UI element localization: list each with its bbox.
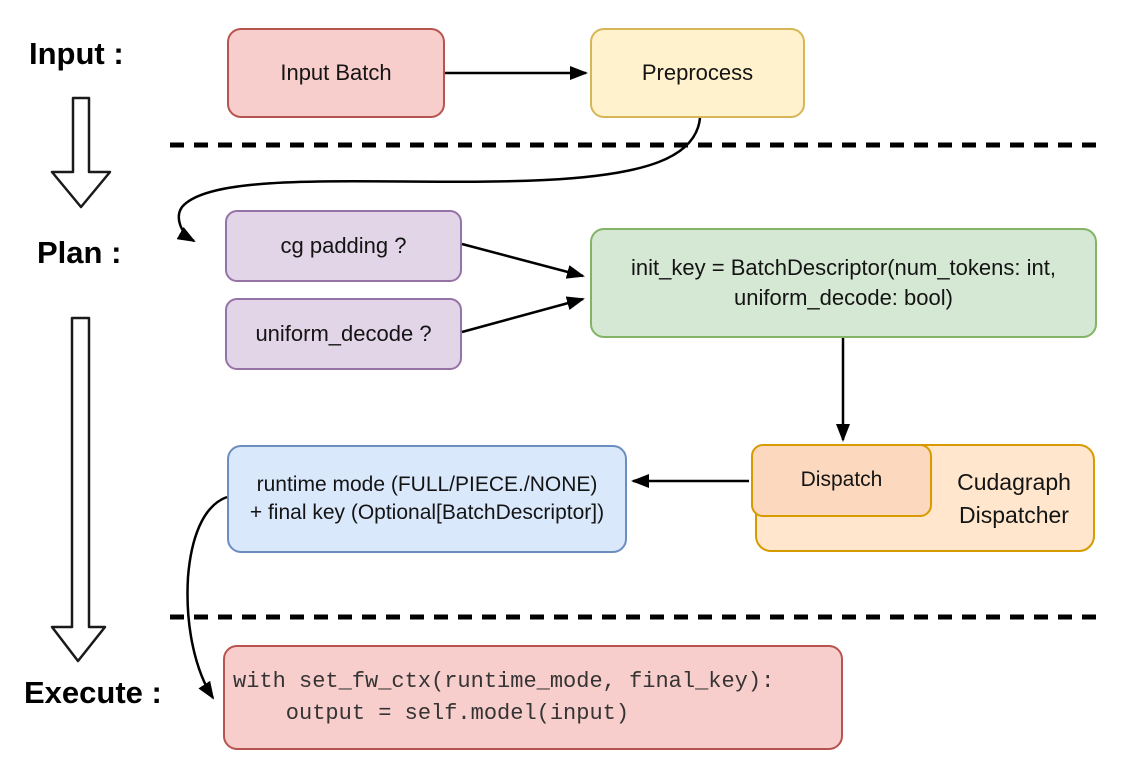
phase-label-execute: Execute : <box>24 675 162 710</box>
cudagraph-label-line2: Dispatcher <box>959 502 1069 529</box>
node-cg-padding: cg padding ? <box>225 210 462 282</box>
node-input-batch-label: Input Batch <box>280 60 392 86</box>
node-cudagraph-dispatcher-label: Cudagraph Dispatcher <box>930 466 1098 533</box>
node-dispatch-label: Dispatch <box>800 468 883 492</box>
node-dispatch: Dispatch <box>751 444 932 517</box>
arrow-cgpadding-to-initkey <box>461 242 585 279</box>
node-preprocess-label: Preprocess <box>641 60 754 86</box>
node-cg-padding-label: cg padding ? <box>280 233 407 259</box>
execute-code-line2: output = self.model(input) <box>233 700 630 726</box>
node-runtime-mode-line2: + final key (Optional[BatchDescriptor]) <box>249 501 605 524</box>
plan-phase-arrow-icon <box>50 316 107 663</box>
arrow-uniformdecode-to-initkey <box>461 296 585 334</box>
node-uniform-decode: uniform_decode ? <box>225 298 462 370</box>
cudagraph-label-line1: Cudagraph <box>957 469 1071 495</box>
node-init-key-line1: init_key = BatchDescriptor(num_tokens: i… <box>631 255 1056 281</box>
node-init-key-line2: uniform_decode: bool) <box>734 285 953 310</box>
node-preprocess: Preprocess <box>590 28 805 118</box>
node-init-key: init_key = BatchDescriptor(num_tokens: i… <box>590 228 1097 338</box>
node-uniform-decode-label: uniform_decode ? <box>255 321 432 347</box>
node-runtime-mode: runtime mode (FULL/PIECE./NONE) + final … <box>227 445 627 553</box>
phase-label-plan: Plan : <box>37 235 122 270</box>
input-phase-arrow-icon <box>50 96 112 209</box>
arrow-runtimemode-to-execute <box>186 495 228 700</box>
phase-label-input: Input : <box>29 36 124 71</box>
node-execute-code: with set_fw_ctx(runtime_mode, final_key)… <box>223 645 843 750</box>
node-runtime-mode-line1: runtime mode (FULL/PIECE./NONE) <box>256 472 598 496</box>
execute-code-line1: with set_fw_ctx(runtime_mode, final_key)… <box>233 668 775 694</box>
node-input-batch: Input Batch <box>227 28 445 118</box>
